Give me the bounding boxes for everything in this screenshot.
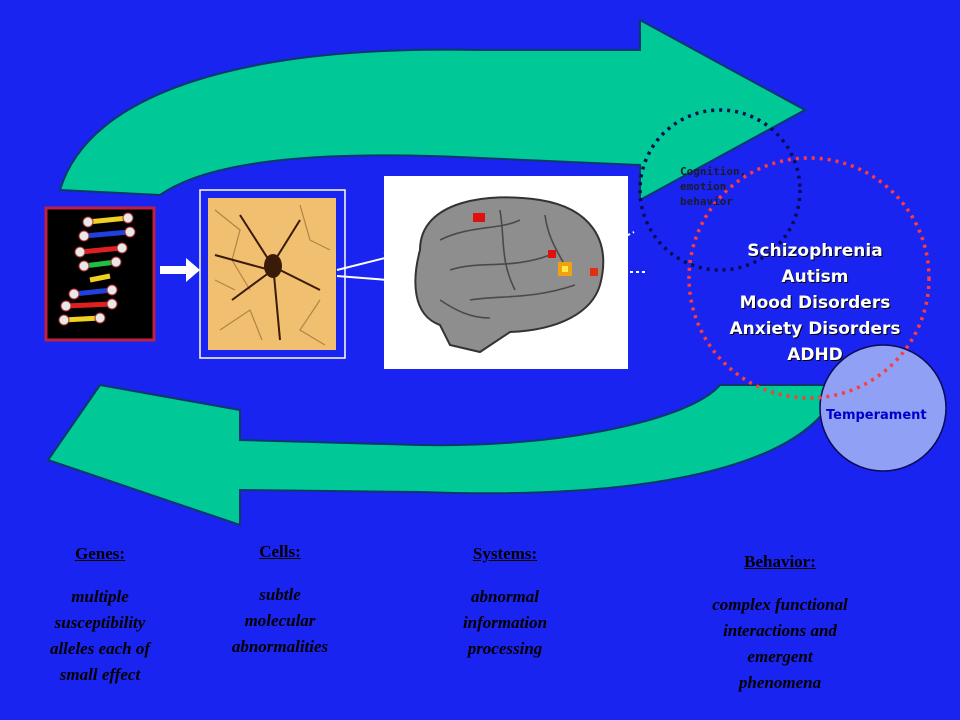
cells-heading: Cells:	[259, 542, 301, 561]
cognition-circle	[638, 108, 802, 272]
cognition-line: Cognition,	[680, 165, 747, 178]
brain-image	[384, 176, 628, 369]
arrow-systems-to-behavior	[621, 231, 646, 301]
genes-heading: Genes:	[74, 544, 126, 563]
genes-column: Genes: multiple susceptibility alleles e…	[20, 544, 180, 688]
systems-column: Systems: abnormal information processing	[420, 544, 590, 662]
behavior-heading: Behavior:	[744, 552, 816, 571]
disorders-circle	[687, 156, 931, 400]
behavior-line: phenomena	[738, 673, 822, 692]
genes-line: multiple	[71, 587, 129, 606]
cognition-line: behavior	[680, 195, 733, 208]
systems-heading: Systems:	[472, 544, 538, 563]
top-cycle-arrow	[58, 18, 808, 202]
cells-line: molecular	[244, 611, 316, 630]
arrow-genes-to-cells	[160, 258, 200, 282]
genes-line: susceptibility	[54, 613, 146, 632]
cells-line: subtle	[259, 585, 301, 604]
systems-line: abnormal	[470, 587, 540, 606]
temperament-circle	[819, 344, 947, 472]
behavior-line: interactions and	[723, 621, 837, 640]
disorder-item: Schizophrenia	[747, 241, 883, 261]
temperament-label: Temperament	[826, 408, 927, 423]
disorder-item: Anxiety Disorders	[729, 319, 901, 339]
genes-line: small effect	[59, 665, 141, 684]
genes-line: alleles each of	[49, 639, 151, 658]
cells-column: Cells: subtle molecular abnormalities	[200, 542, 360, 660]
bottom-cycle-arrow	[46, 383, 842, 527]
disorder-item: Mood Disorders	[739, 293, 891, 313]
disorders-list: Schizophrenia Autism Mood Disorders Anxi…	[700, 238, 930, 368]
behavior-line: emergent	[747, 647, 813, 666]
behavior-column: Behavior: complex functional interaction…	[670, 552, 890, 696]
neuron-image	[199, 189, 346, 359]
disorder-item: Autism	[781, 267, 849, 287]
dna-image	[44, 206, 156, 342]
cells-line: abnormalities	[231, 637, 329, 656]
cognition-label: Cognition, emotion behavior	[680, 164, 790, 209]
systems-line: information	[462, 613, 548, 632]
cognition-line: emotion	[680, 180, 727, 193]
systems-line: processing	[467, 639, 543, 658]
behavior-line: complex functional	[712, 595, 848, 614]
disorder-item: ADHD	[787, 345, 843, 365]
